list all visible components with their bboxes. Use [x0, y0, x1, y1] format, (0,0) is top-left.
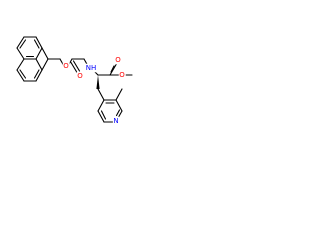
fluorenyl-group	[16, 36, 49, 82]
structure-canvas: NH O O O O N	[0, 0, 152, 152]
oxygen-ester-carbonyl-label: O	[115, 56, 121, 64]
oxygen-carbamate-label: O	[63, 62, 69, 70]
oxygen-ester-label: O	[119, 71, 125, 79]
stereo-wedge-bond	[96, 75, 100, 89]
nitrogen-amide-label: NH	[86, 64, 97, 72]
atom-label-background	[76, 71, 84, 81]
nitrogen-pyridine-label: N	[113, 117, 118, 125]
atom-label-background	[85, 63, 97, 73]
carbamate-linker	[47, 58, 89, 74]
amino-acid-backbone	[94, 62, 133, 89]
atom-label-background	[114, 55, 122, 65]
atom-label-background	[118, 70, 126, 80]
methylpyridine-group	[97, 88, 123, 123]
oxygen-carbamate-carbonyl-label: O	[77, 72, 83, 80]
molecule-structure: NH O O O O N	[16, 36, 133, 126]
atom-labels: NH O O O O N	[62, 55, 126, 126]
atom-label-background	[62, 61, 70, 71]
atom-label-background	[112, 116, 120, 126]
